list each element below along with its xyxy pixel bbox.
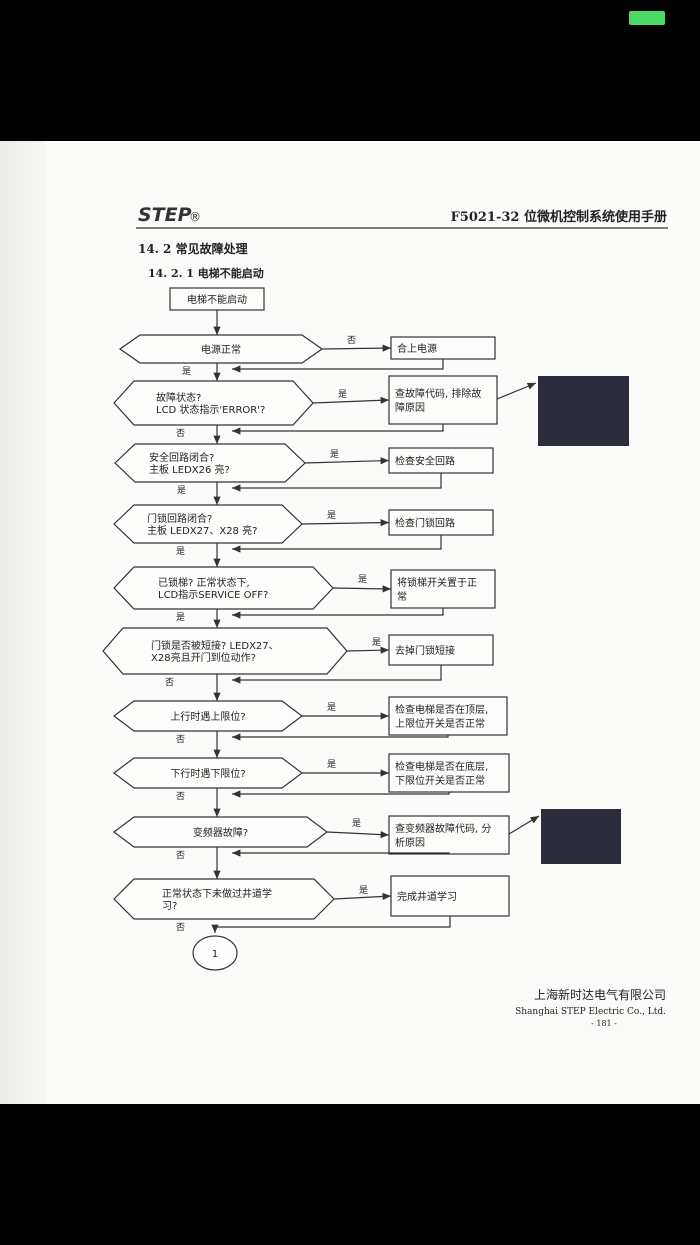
action-text: 常 [397,590,407,603]
decision-text: 电源正常 [201,343,241,356]
decision-text: 习? [162,901,177,912]
continue-label: 是 [176,546,185,557]
branch-label: 是 [327,759,336,770]
decision-text: 下行时遇下限位? [170,767,245,780]
branch-arrow [301,519,390,527]
branch-label: 是 [358,574,367,585]
return-line [232,424,444,435]
decision-shape [113,380,314,426]
branch-label: 是 [327,702,336,713]
connector-circle [192,935,238,971]
connector-label: 1 [212,949,218,960]
branch-arrow [304,457,390,465]
return-line [211,916,451,933]
action-box [388,634,494,666]
return-line [232,359,444,373]
return-line [232,790,450,798]
branch-label: 是 [330,449,339,460]
company-name-cn: 上海新时达电气有限公司 [534,987,666,1002]
decision-text: 正常状态下未做过井道学 [162,887,272,900]
reference-image-bottom [541,809,621,864]
action-text: 检查电梯是否在底层, [395,760,488,773]
decision-text: 门锁回路闭合? [147,512,212,525]
decision-text: 故障状态? [156,391,201,404]
scanned-page: STEP ® F5021-32 位微机控制系统使用手册 14. 2 常见故障处理… [0,141,700,1104]
action-box [390,569,496,609]
branch-label: 是 [327,510,336,521]
ref-arrow-bottom [508,815,540,835]
flowchart-canvas: STEP ® F5021-32 位微机控制系统使用手册 14. 2 常见故障处理… [102,204,668,1028]
battery-indicator [629,11,665,25]
branch-arrow [332,585,392,593]
action-text: 完成井道学习 [397,890,457,903]
action-text: 查变频器故障代码, 分 [395,822,491,835]
decision-text: 已锁梯? 正常状态下, [158,576,250,589]
reference-image-top [538,376,629,446]
branch-label: 是 [372,637,381,648]
registered-mark: ® [189,210,201,224]
ref-arrow-top [496,382,537,400]
decision-text: 主板 LEDX27、X28 亮? [147,524,257,537]
decision-text: 门锁是否被短接? LEDX27、 [151,639,279,652]
branch-label: 是 [338,389,347,400]
action-text: 检查电梯是否在顶层, [395,703,488,716]
return-line [232,473,442,492]
action-text: 障原因 [395,401,425,414]
branch-label: 是 [359,885,368,896]
action-text: 检查安全回路 [395,455,455,468]
continue-label: 是 [177,485,186,496]
continue-label: 是 [176,612,185,623]
start-label: 电梯不能启动 [187,293,247,306]
action-text: 上限位开关是否正常 [395,717,485,730]
return-line [232,535,442,553]
decision-text: 上行时遇上限位? [170,710,245,723]
action-text: 检查门锁回路 [395,517,455,530]
return-line [232,665,442,684]
step-logo: STEP [138,204,192,226]
section-subtitle: 14. 2. 1 电梯不能启动 [148,266,264,280]
decision-text: 安全回路闭合? [149,451,214,464]
branch-arrow [326,830,390,839]
section-title: 14. 2 常见故障处理 [138,241,248,256]
continue-label: 否 [176,791,185,802]
action-text: 将锁梯开关置于正 [397,576,477,589]
continue-label: 是 [182,366,191,377]
flowchart: 电源正常合上电源否是故障状态?LCD 状态指示'ERROR'?查故障代码, 排除… [102,310,510,971]
continue-label: 否 [176,428,185,439]
continue-label: 否 [176,734,185,745]
decision-text: LCD 状态指示'ERROR'? [156,403,265,416]
decision-text: X28亮且开门到位动作? [151,651,256,664]
page-number: - 181 - [591,1019,617,1028]
continue-label: 否 [176,922,185,933]
decision-text: LCD指示SERVICE OFF? [158,588,268,601]
action-text: 去掉门锁短接 [395,644,455,657]
branch-arrow [333,892,392,901]
return-line [232,733,449,741]
action-text: 查故障代码, 排除故 [395,387,481,400]
decision-text: 主板 LEDX26 亮? [149,463,230,476]
manual-title: F5021-32 位微机控制系统使用手册 [451,209,667,225]
continue-label: 否 [176,850,185,861]
return-line [232,608,444,619]
decision-text: 变频器故障? [193,826,248,839]
action-text: 下限位开关是否正常 [395,774,485,787]
action-text: 合上电源 [397,342,437,355]
action-text: 析原因 [395,836,425,849]
branch-label: 否 [347,335,356,346]
action-box [388,753,510,793]
company-name-en: Shanghai STEP Electric Co., Ltd. [515,1007,666,1017]
action-box [388,375,498,425]
branch-label: 是 [352,818,361,829]
branch-arrow [321,344,392,352]
scan-edge-shadow [0,141,46,1104]
continue-label: 否 [165,677,174,688]
branch-arrow [346,646,390,654]
branch-arrow [312,396,390,404]
return-line [232,849,450,857]
action-box [388,815,510,855]
action-box [388,696,508,736]
action-box [390,875,510,917]
